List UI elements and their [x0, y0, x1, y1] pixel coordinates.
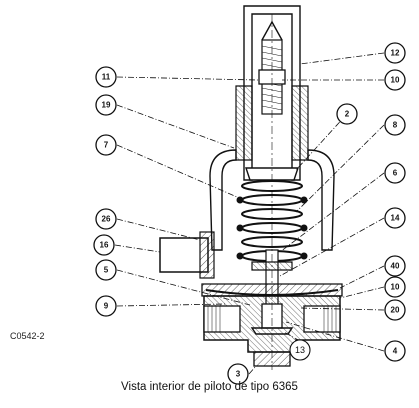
drawing-code: C0542-2 [10, 331, 45, 341]
side-fitting-thread [199, 231, 215, 279]
svg-text:10: 10 [391, 283, 400, 292]
diaphragm [205, 289, 339, 296]
callout-4: 4 [384, 340, 406, 362]
svg-text:20: 20 [391, 306, 400, 315]
callout-2: 2 [336, 103, 358, 125]
svg-text:6: 6 [393, 169, 398, 178]
svg-text:13: 13 [295, 345, 305, 355]
svg-text:12: 12 [391, 49, 400, 58]
callout-16: 16 [93, 234, 115, 256]
svg-text:2: 2 [345, 110, 350, 119]
callout-13: 13 [289, 339, 311, 361]
port-threads [207, 306, 337, 332]
inlet-port [203, 305, 241, 333]
svg-text:5: 5 [104, 266, 109, 275]
leader-lines [114, 52, 385, 375]
callout-9: 9 [95, 295, 117, 317]
callout-12: 12 [384, 42, 406, 64]
spring-case-right [307, 149, 335, 251]
callout-8: 8 [384, 114, 406, 136]
svg-text:4: 4 [393, 347, 398, 356]
callout-10-top: 10 [384, 69, 406, 91]
svg-text:40: 40 [391, 262, 400, 271]
svg-text:9: 9 [104, 302, 109, 311]
closing-cap [243, 5, 301, 181]
spring-case [209, 149, 237, 251]
callout-26: 26 [95, 208, 117, 230]
callout-5: 5 [95, 259, 117, 281]
svg-text:14: 14 [391, 214, 400, 223]
callout-11: 11 [95, 66, 117, 88]
callout-19: 19 [95, 94, 117, 116]
callout-3: 3 [227, 363, 249, 385]
svg-text:8: 8 [393, 121, 398, 130]
callout-6: 6 [384, 162, 406, 184]
svg-text:7: 7 [104, 141, 109, 150]
svg-text:26: 26 [102, 215, 111, 224]
callout-10-bottom: 10 [384, 276, 406, 298]
figure-caption: Vista interior de piloto de tipo 6365 [121, 381, 298, 393]
outlet-port [303, 305, 341, 333]
svg-text:19: 19 [102, 101, 111, 110]
callout-7: 7 [95, 134, 117, 156]
svg-text:16: 16 [100, 241, 109, 250]
callout-40: 40 [384, 255, 406, 277]
pilot-body [159, 5, 343, 370]
callout-14: 14 [384, 207, 406, 229]
svg-text:3: 3 [236, 370, 241, 379]
svg-text:11: 11 [102, 73, 111, 82]
svg-text:10: 10 [391, 76, 400, 85]
bonnet-neck [235, 85, 309, 161]
callout-20: 20 [384, 299, 406, 321]
